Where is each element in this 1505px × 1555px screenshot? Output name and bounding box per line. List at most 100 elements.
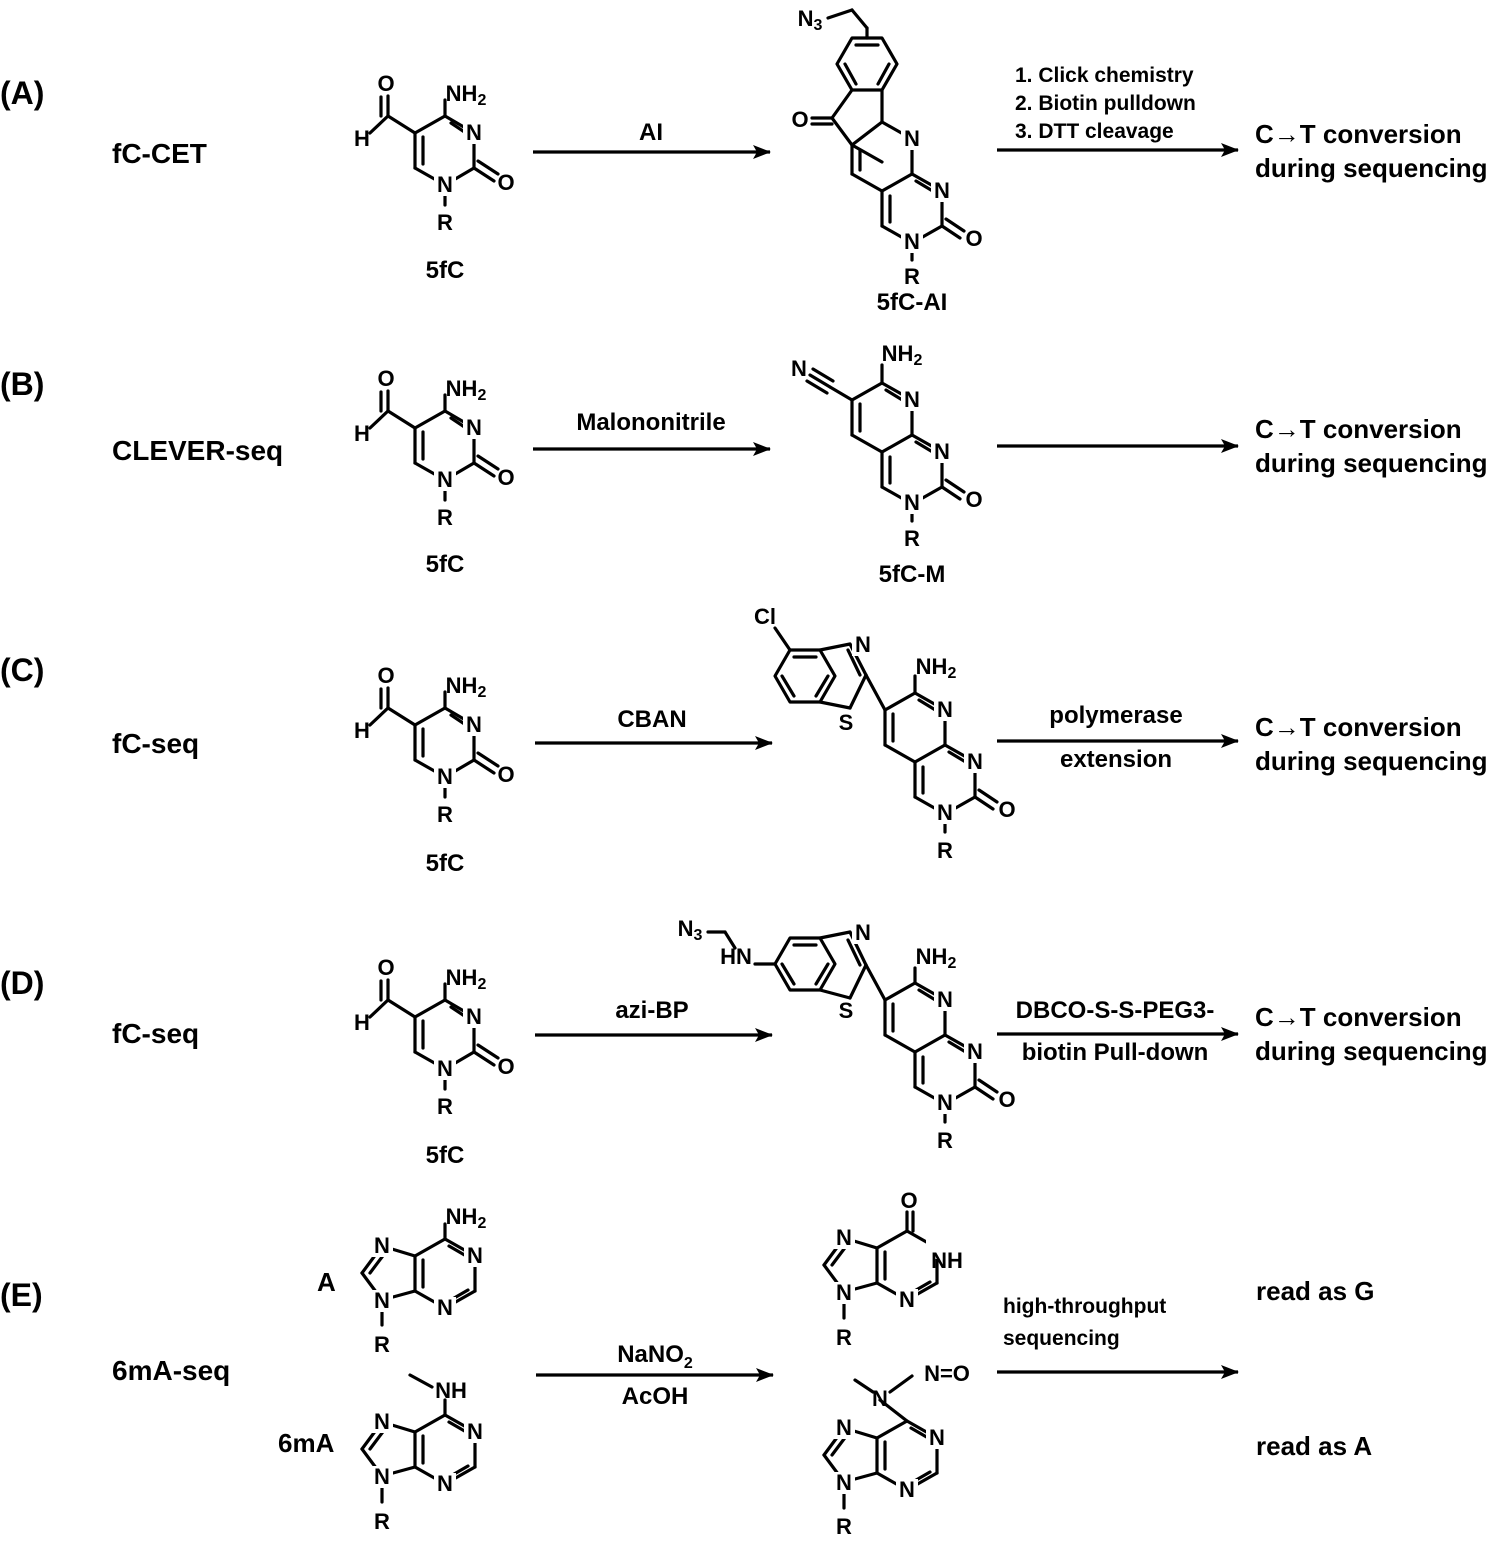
panel-a: (A) fC-CET 5fC AI: [0, 6, 1488, 316]
svg-text:N: N: [967, 1039, 983, 1064]
step-1: high-throughput: [1003, 1295, 1166, 1318]
n-nitroso-6ma-structure: N N N N R N N=O: [822, 1361, 970, 1539]
step-1: 1. Click chemistry: [1015, 64, 1194, 87]
method-name: fC-seq: [112, 1018, 199, 1049]
outcome-line-1: C→T conversion: [1255, 119, 1462, 149]
svg-text:R: R: [904, 526, 920, 551]
step-2: biotin Pull-down: [1022, 1039, 1209, 1066]
svg-text:N: N: [437, 1295, 453, 1320]
product-label: 5fC-M: [879, 561, 946, 588]
svg-text:S: S: [839, 710, 854, 735]
svg-text:N: N: [934, 439, 950, 464]
svg-text:N: N: [374, 1409, 390, 1434]
svg-text:N: N: [836, 1470, 852, 1495]
svg-text:Cl: Cl: [754, 604, 776, 629]
svg-text:N=O: N=O: [924, 1361, 970, 1386]
svg-text:O: O: [900, 1188, 917, 1213]
svg-text:N: N: [791, 356, 807, 381]
azi-bp-adduct-structure: N S N N N O R NH2 HN N3: [678, 916, 1016, 1153]
method-name: 6mA-seq: [112, 1355, 230, 1386]
adenine-structure: N N N N R NH2: [360, 1204, 487, 1357]
svg-text:HN: HN: [720, 944, 752, 969]
step-2: extension: [1060, 746, 1172, 773]
svg-text:R: R: [836, 1325, 852, 1350]
reagent-label: CBAN: [617, 706, 686, 733]
svg-text:N: N: [437, 1471, 453, 1496]
method-name: CLEVER-seq: [112, 435, 283, 466]
svg-text:N: N: [904, 229, 920, 254]
step-3: 3. DTT cleavage: [1015, 120, 1174, 143]
svg-text:S: S: [839, 998, 854, 1023]
svg-text:O: O: [965, 487, 982, 512]
5fc-m-structure: N N N O R NH2 N: [791, 341, 983, 551]
svg-text:R: R: [904, 264, 920, 289]
outcome-a: read as A: [1256, 1431, 1372, 1461]
svg-text:N: N: [855, 632, 871, 657]
svg-text:NH: NH: [435, 1378, 467, 1403]
svg-text:N: N: [374, 1464, 390, 1489]
reagent-1: NaNO2: [617, 1341, 693, 1372]
svg-text:N: N: [872, 1386, 888, 1411]
svg-text:O: O: [998, 1087, 1015, 1112]
svg-text:N: N: [937, 987, 953, 1012]
svg-text:N: N: [374, 1288, 390, 1313]
svg-text:N: N: [855, 920, 871, 945]
outcome-line-2: during sequencing: [1255, 746, 1488, 776]
step-2: sequencing: [1003, 1327, 1120, 1350]
svg-text:N: N: [929, 1425, 945, 1450]
product-label: 5fC-AI: [877, 289, 948, 316]
reagent-2: AcOH: [622, 1383, 689, 1410]
outcome-line-2: during sequencing: [1255, 448, 1488, 478]
substrate-label: 5fC: [426, 1142, 465, 1169]
cban-adduct-structure: N S N N N O R NH2 Cl: [754, 604, 1016, 863]
svg-text:NH2: NH2: [446, 1204, 487, 1232]
reagent-label: AI: [639, 119, 663, 146]
substrate-label: 5fC: [426, 850, 465, 877]
svg-text:N: N: [937, 1090, 953, 1115]
outcome-line-2: during sequencing: [1255, 1036, 1488, 1066]
svg-text:N: N: [374, 1233, 390, 1258]
panel-b: (B) CLEVER-seq 5fC Malononitrile: [0, 341, 1488, 588]
panel-e: (E) 6mA-seq A 6mA: [0, 1188, 1375, 1539]
svg-text:R: R: [937, 838, 953, 863]
svg-text:N: N: [836, 1415, 852, 1440]
svg-text:N: N: [934, 178, 950, 203]
svg-text:N: N: [904, 126, 920, 151]
svg-text:N3: N3: [678, 916, 703, 944]
svg-text:R: R: [937, 1128, 953, 1153]
5fc-structure: [352, 953, 517, 1121]
panel-label: (A): [0, 75, 44, 111]
step-2: 2. Biotin pulldown: [1015, 92, 1196, 115]
svg-text:N: N: [967, 749, 983, 774]
svg-text:N: N: [904, 490, 920, 515]
method-name: fC-seq: [112, 728, 199, 759]
svg-text:N: N: [836, 1225, 852, 1250]
svg-text:R: R: [374, 1509, 390, 1534]
svg-text:NH2: NH2: [916, 944, 957, 972]
outcome-line-1: C→T conversion: [1255, 1002, 1462, 1032]
svg-text:NH2: NH2: [916, 654, 957, 682]
panel-label: (B): [0, 366, 44, 402]
svg-text:N: N: [467, 1419, 483, 1444]
reagent-label: Malononitrile: [576, 409, 725, 436]
outcome-line-1: C→T conversion: [1255, 414, 1462, 444]
substrate-label: 5fC: [426, 551, 465, 578]
panel-c: (C) fC-seq 5fC CBAN: [0, 604, 1488, 877]
5fc-structure: [352, 364, 517, 532]
outcome-line-1: C→T conversion: [1255, 712, 1462, 742]
svg-text:O: O: [998, 797, 1015, 822]
reagent-label: azi-BP: [615, 997, 688, 1024]
svg-text:N: N: [904, 387, 920, 412]
substrate-a-label: A: [317, 1267, 336, 1297]
svg-text:N: N: [899, 1477, 915, 1502]
panel-label: (C): [0, 652, 44, 688]
svg-text:R: R: [374, 1332, 390, 1357]
substrate-6ma-label: 6mA: [278, 1428, 335, 1458]
svg-text:N: N: [467, 1243, 483, 1268]
svg-text:N: N: [937, 800, 953, 825]
5fc-ai-structure: N N N O O R N3: [791, 6, 982, 289]
panel-label: (D): [0, 965, 44, 1001]
svg-text:N: N: [836, 1280, 852, 1305]
